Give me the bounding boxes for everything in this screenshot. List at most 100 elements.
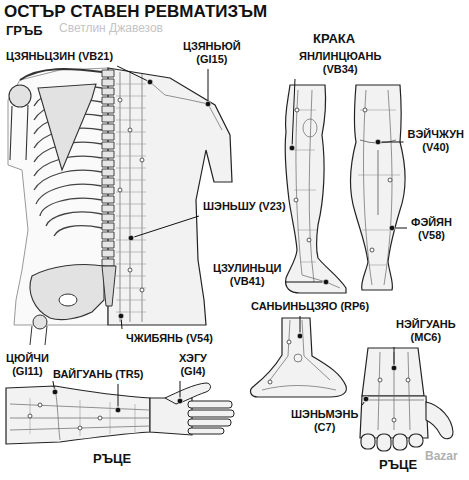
point-label: НЭЙГУАНЬ (MC6): [395, 318, 457, 344]
acupuncture-point: [147, 79, 153, 85]
meridian-point: [118, 188, 122, 192]
back-figure: [8, 68, 232, 345]
back-figure: [30, 264, 104, 319]
arm-figure: [150, 398, 192, 435]
acupuncture-point: [323, 279, 329, 285]
diagram-title: ОСТЪР СТАВЕН РЕВМАТИЗЪМ: [4, 2, 267, 22]
back-figure: [102, 70, 114, 266]
leader-line: [285, 282, 322, 283]
medial-foot: [251, 318, 347, 397]
acupuncture-point: [128, 235, 134, 241]
section-heading: РЪЦЕ: [92, 452, 132, 465]
acupuncture-point: [297, 333, 303, 339]
back-figure: [38, 84, 96, 170]
leader-line: [396, 228, 408, 229]
meridian-point: [307, 238, 311, 242]
section-heading: ГРЪБ: [5, 24, 44, 37]
point-label: ВЭЙЧЖУН (V40): [407, 128, 465, 154]
point-label: ЦЗУЛИНЬЦИ (VB41): [212, 262, 282, 288]
acupuncture-point: [177, 398, 183, 404]
arm-figure: [165, 383, 211, 404]
back-figure: [120, 72, 142, 322]
meridian-point: [370, 248, 374, 252]
lateral-leg: [285, 85, 346, 293]
acupuncture-point: [289, 145, 295, 151]
meridian-point: [378, 378, 382, 382]
point-label: ЯНЛИНЦЮАНЬ (VB34): [298, 50, 382, 76]
leader-line: [180, 381, 181, 398]
point-label: ШЭНЬМЭНЬ (C7): [290, 408, 359, 434]
meridian-point: [287, 340, 291, 344]
arm-figure: [6, 386, 150, 444]
point-label: САНЬИНЬЦЗЯО (RP6): [250, 300, 370, 313]
leader-line: [394, 347, 395, 365]
meridian-point: [128, 268, 132, 272]
point-label: ЦЗЯНЬЮЙ (GI15): [182, 40, 242, 66]
posterior-leg: [360, 140, 396, 215]
back-figure: [33, 315, 47, 329]
meridian-point: [28, 98, 410, 430]
palm-hand: [360, 348, 453, 451]
leader-line: [134, 216, 199, 237]
arm-figure: [188, 401, 232, 408]
point-label: ЦЗЯНЬЦЗИН (VB21): [5, 50, 114, 63]
meridian-point: [392, 418, 396, 422]
point-label: ФЭЙЯН (V58): [410, 216, 453, 242]
back-figure: [59, 294, 77, 306]
back-figure: [9, 85, 31, 107]
watermark: Bazar: [424, 450, 459, 463]
palm-hand: [377, 434, 391, 451]
acupuncture-point: [389, 225, 395, 231]
lateral-leg: [285, 85, 346, 293]
point-label: ЧЖИБЯНЬ (V54): [125, 332, 214, 345]
point-label: ХЭГУ (GI4): [178, 352, 208, 378]
leader-line: [208, 69, 209, 101]
medial-foot: [251, 318, 347, 397]
back-figure: [30, 326, 47, 345]
leader-line: [362, 402, 364, 405]
meridian-point: [128, 128, 132, 132]
lateral-leg: [303, 119, 317, 137]
leader-line: [121, 319, 123, 329]
acupuncture-point: [375, 139, 381, 145]
arm-figure: [188, 428, 224, 434]
palm-hand: [361, 434, 375, 449]
point-label: ВАЙГУАНЬ (TR5): [52, 368, 144, 381]
arm-figure: [188, 419, 231, 426]
meridian-point: [268, 380, 272, 384]
leader-line: [118, 384, 119, 407]
acupuncture-point: [363, 396, 369, 402]
meridian-point: [363, 108, 367, 112]
meridian-point: [28, 414, 32, 418]
back-figure: [102, 266, 116, 306]
meridian-point: [78, 426, 82, 430]
acupuncture-point: [115, 407, 121, 413]
palm-hand: [409, 434, 423, 447]
back-figure: [8, 68, 108, 325]
meridian-point: [388, 178, 392, 182]
back-figure: [20, 69, 102, 80]
palm-hand: [393, 434, 407, 450]
section-heading: РЪЦЕ: [378, 458, 418, 471]
acupuncture-point: [118, 313, 124, 319]
meridian-point: [140, 288, 144, 292]
leader-line: [117, 66, 147, 80]
arm-figure: [188, 410, 234, 417]
posterior-leg: [351, 85, 405, 290]
watermark: Светлин Джавезов: [58, 22, 164, 35]
arm-figure: [6, 383, 234, 444]
meridian-point: [295, 108, 299, 112]
meridian-point: [406, 378, 410, 382]
acupuncture-point: [52, 389, 58, 395]
posterior-leg: [351, 85, 405, 290]
palm-hand: [426, 402, 453, 439]
back-figure: [10, 105, 28, 160]
meridian-point: [140, 158, 144, 162]
arm-figure: [30, 398, 135, 436]
meridian-point: [98, 416, 102, 420]
leader-line: [300, 316, 301, 333]
